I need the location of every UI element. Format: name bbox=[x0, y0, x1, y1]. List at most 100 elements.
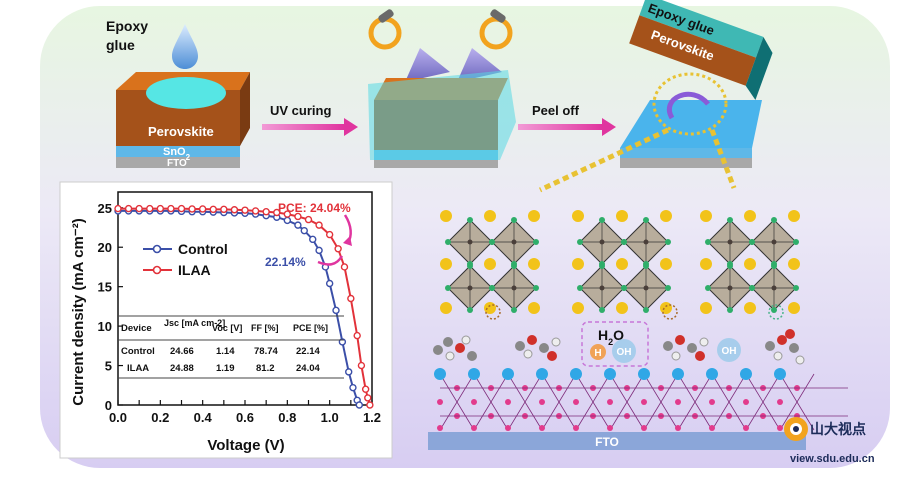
octahedron-center-101 bbox=[643, 239, 649, 245]
table-cell-ilaa-ff: 81.2 bbox=[256, 363, 275, 374]
o-atom-d-7 bbox=[675, 425, 681, 431]
ilaa-molecule-1 bbox=[433, 335, 477, 361]
halide-2011 bbox=[793, 239, 799, 245]
pce-control-annotation: 22.14% bbox=[265, 255, 306, 269]
annotation-arrowhead-ilaa bbox=[343, 236, 352, 246]
vacancy-marker-2 bbox=[662, 304, 678, 320]
cation-2-7 bbox=[744, 302, 756, 314]
sno2-label: SnO2 bbox=[163, 146, 191, 162]
uv-lamp-left-icon bbox=[368, 9, 402, 50]
cation-2-0 bbox=[700, 210, 712, 222]
octahedron-center-110 bbox=[599, 285, 605, 291]
o-atom-d-2 bbox=[505, 425, 511, 431]
halide-2010 bbox=[771, 217, 777, 223]
x-tick-label-6: 1.2 bbox=[363, 410, 381, 425]
uv-lamp-right-icon bbox=[479, 9, 513, 50]
series-point-ilaa-9 bbox=[209, 205, 217, 214]
halide-1110 bbox=[643, 263, 649, 269]
o-atom-d-1 bbox=[471, 425, 477, 431]
x-tick-label-1: 0.2 bbox=[151, 410, 169, 425]
y-axis-title: Current density (mA cm⁻²) bbox=[70, 218, 87, 405]
o-atom-b-2 bbox=[505, 399, 511, 405]
halide-2003 bbox=[705, 239, 711, 245]
halide-1011 bbox=[665, 239, 671, 245]
series-point-control-23 bbox=[332, 306, 340, 315]
sn-atom-top-6 bbox=[638, 368, 650, 380]
halide-1100 bbox=[599, 263, 605, 269]
halide-0111 bbox=[533, 285, 539, 291]
halide-2111 bbox=[793, 285, 799, 291]
peeled-side bbox=[745, 36, 773, 100]
halide-1113 bbox=[621, 285, 627, 291]
octahedron-center-010 bbox=[467, 285, 473, 291]
y-tick-label-5: 25 bbox=[98, 201, 112, 216]
water-label-sub: 2 bbox=[608, 337, 613, 347]
halide-2000 bbox=[727, 217, 733, 223]
sno2-subscript: 2 bbox=[186, 153, 191, 162]
lattice-bond-b10 bbox=[779, 373, 815, 431]
legend-control-marker bbox=[152, 244, 162, 254]
series-point-ilaa-4 bbox=[156, 204, 165, 213]
hydroxide-ion-icon bbox=[717, 338, 741, 362]
series-point-control-28 bbox=[355, 401, 363, 409]
o-atom-d-8 bbox=[709, 425, 715, 431]
arrow-uv-curing: UV curing bbox=[262, 103, 358, 136]
cation-2-8 bbox=[788, 302, 800, 314]
hydroxide-icon bbox=[612, 339, 636, 363]
table-cell-control-jsc: 24.66 bbox=[170, 346, 194, 357]
zoom-line-right bbox=[709, 129, 737, 189]
series-point-ilaa-19 bbox=[315, 221, 323, 229]
series-point-ilaa-23 bbox=[347, 294, 355, 303]
sn-atom-top-8 bbox=[706, 368, 718, 380]
sno2-layer-3 bbox=[620, 148, 752, 158]
cation-1-8 bbox=[660, 302, 672, 314]
sn-atom-top-9 bbox=[740, 368, 752, 380]
watermark: 山大视点 view.sdu.edu.cn bbox=[784, 417, 875, 465]
table-cell-control-device: Control bbox=[121, 346, 155, 357]
perovskite-side bbox=[240, 72, 250, 146]
cation-1-5 bbox=[660, 258, 672, 270]
series-point-ilaa-27 bbox=[364, 394, 372, 402]
o-atom-b-8 bbox=[709, 399, 715, 405]
cation-2-2 bbox=[788, 210, 800, 222]
y-tick-label-4: 20 bbox=[98, 240, 112, 255]
legend-control-label: Control bbox=[178, 241, 228, 257]
lattice-bond-b7 bbox=[677, 373, 713, 431]
o-atom-d-9 bbox=[743, 425, 749, 431]
cation-0-5 bbox=[528, 258, 540, 270]
y-tick-label-0: 0 bbox=[105, 398, 112, 413]
series-point-control-16 bbox=[283, 216, 292, 225]
sn-atom-top-4 bbox=[570, 368, 582, 380]
fto-bar-label: FTO bbox=[595, 435, 619, 449]
halide-2100 bbox=[727, 263, 733, 269]
o-atom-b-1 bbox=[471, 399, 477, 405]
x-tick-label-3: 0.6 bbox=[236, 410, 254, 425]
fto-layer bbox=[116, 157, 240, 168]
cation-1-1 bbox=[616, 210, 628, 222]
octahedron-center-001 bbox=[511, 239, 517, 245]
halide-1013 bbox=[621, 239, 627, 245]
table-cell-control-pce: 22.14 bbox=[296, 346, 320, 357]
proton-icon bbox=[590, 344, 606, 360]
cation-1-4 bbox=[616, 258, 628, 270]
hydroxide-ion-label: OH bbox=[722, 346, 737, 357]
series-point-ilaa-6 bbox=[177, 204, 186, 213]
fto-layer-3 bbox=[620, 158, 752, 168]
epoxy-puddle bbox=[146, 77, 226, 109]
halide-0010 bbox=[511, 217, 517, 223]
halide-2110 bbox=[771, 263, 777, 269]
o-atom-d-6 bbox=[641, 425, 647, 431]
series-point-ilaa-24 bbox=[353, 331, 361, 340]
fto-layer-2 bbox=[374, 160, 498, 168]
peeled-epoxy bbox=[639, 0, 764, 58]
table-header-pce: PCE [%] bbox=[293, 323, 328, 333]
cation-0-0 bbox=[440, 210, 452, 222]
table-cell-ilaa-voc: 1.19 bbox=[216, 363, 235, 374]
halide-0003 bbox=[445, 239, 451, 245]
cation-0-3 bbox=[440, 258, 452, 270]
halide-0110 bbox=[511, 263, 517, 269]
vacancy-marker-3 bbox=[768, 304, 784, 320]
arrow2-shaft bbox=[518, 124, 602, 130]
